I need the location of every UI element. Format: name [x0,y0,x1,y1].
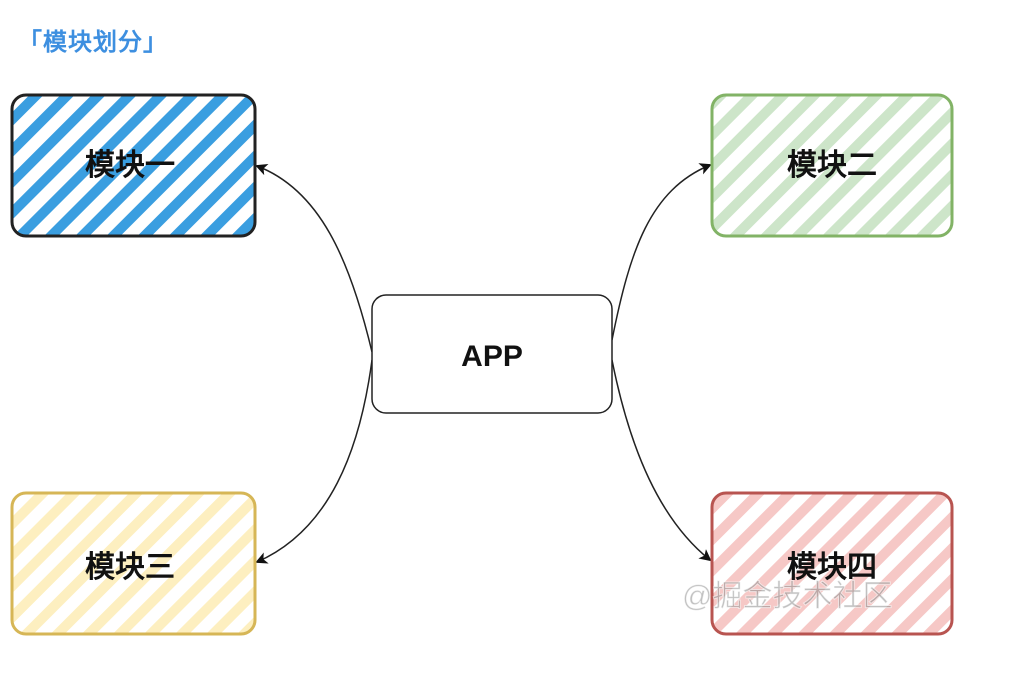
module-3-label: 模块三 [85,551,175,584]
module-4-node: 模块四 [710,491,954,636]
module-2-node: 模块二 [710,93,954,238]
module-3-node: 模块三 [10,491,257,636]
app-label: APP [461,340,523,373]
module-1-node: 模块一 [10,93,257,238]
arrow-app-to-module-4 [611,359,712,562]
module-2-label: 模块二 [787,149,877,182]
app-node: APP [371,294,613,414]
section-title: 「模块划分」 [18,29,168,56]
arrow-app-to-module-1 [255,163,373,353]
watermark: @掘金技术社区 [682,580,892,613]
module-4-label: 模块四 [787,551,877,584]
arrow-app-to-module-3 [255,359,373,564]
module-1-label: 模块一 [85,149,175,182]
arrow-app-to-module-2 [611,163,712,341]
